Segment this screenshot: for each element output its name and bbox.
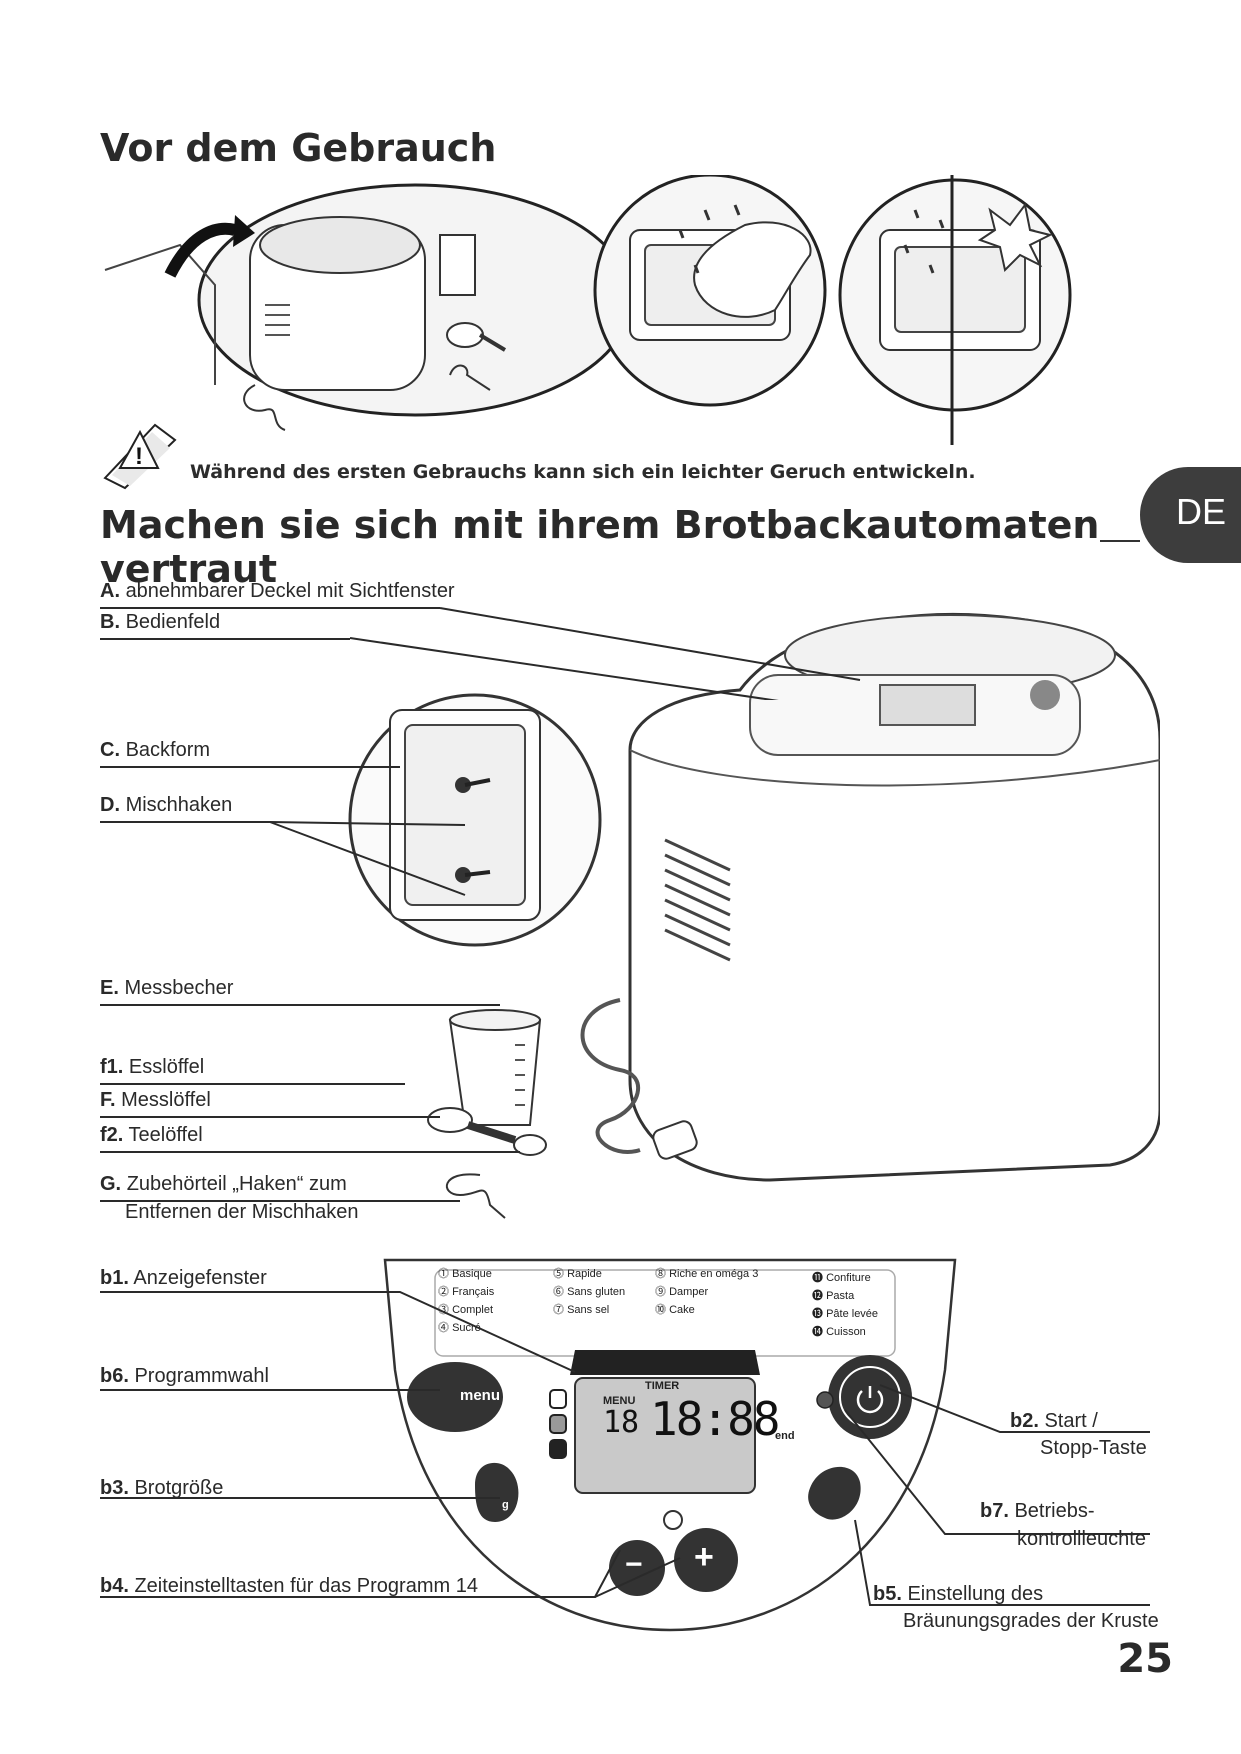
label-control-b7: b7. Betriebs- (980, 1500, 1095, 1522)
lang-tab-line (1100, 540, 1140, 542)
accessories-illustration (427, 1009, 547, 1219)
bread-machine-illustration (580, 612, 1160, 1182)
bread-size-button[interactable]: g (502, 1499, 509, 1511)
page-number: 25 (1117, 1636, 1173, 1682)
program-item: ⓻ Sans sel (553, 1304, 610, 1316)
before-use-illustrations (104, 175, 1072, 445)
label-control-b5-line2: Bräunungsgrades der Kruste (903, 1610, 1159, 1632)
language-tab: DE (1140, 467, 1241, 563)
label-part-b: B. Bedienfeld (100, 611, 221, 633)
program-item: ⓭ Pâte levée (812, 1308, 879, 1320)
warning-text: Während des ersten Gebrauchs kann sich e… (190, 461, 976, 483)
label-part-c: C. Backform (100, 739, 211, 761)
program-item: ⓮ Cuisson (812, 1326, 866, 1338)
label-part-d: D. Mischhaken (100, 794, 233, 816)
program-column-2: ⓹ Rapide ⓺ Sans gluten ⓻ Sans sel (553, 1265, 625, 1319)
label-control-b5: b5. Einstellung des (873, 1583, 1044, 1605)
heading-familiar: Machen sie sich mit ihrem Brotbackautoma… (100, 503, 1100, 591)
lcd-timer-label: TIMER (645, 1380, 680, 1392)
weight-1000: 1000g (659, 1329, 692, 1344)
label-part-f: F. Messlöffel (100, 1089, 211, 1111)
plus-button[interactable]: + (694, 1538, 714, 1576)
lcd-time-digits: 18:88 (650, 1392, 780, 1446)
program-item: ⓬ Pasta (812, 1290, 855, 1302)
drying-illustration (838, 175, 1072, 445)
svg-text:!: ! (135, 443, 143, 470)
weight-750: 750g (612, 1329, 638, 1344)
label-control-b7-line2: kontrollleuchte (1017, 1528, 1146, 1550)
program-item: ⓾ Cake (655, 1304, 695, 1316)
program-item: ⓼ Riche en oméga 3 (655, 1268, 759, 1280)
program-item: ⓫ Confiture (812, 1272, 871, 1284)
program-column-3: ⓼ Riche en oméga 3 ⓽ Damper ⓾ Cake (655, 1265, 758, 1319)
label-control-b4: b4. Zeiteinstelltasten für das Programm … (100, 1575, 478, 1597)
label-control-b1: b1. Anzeigefenster (100, 1267, 267, 1289)
label-part-f1: f1. Esslöffel (100, 1056, 205, 1078)
program-item: ⓹ Rapide (553, 1268, 602, 1280)
label-part-g-line2: Entfernen der Mischhaken (125, 1201, 359, 1223)
warning-icon: ! (103, 423, 177, 490)
menu-button[interactable]: menu (460, 1387, 501, 1404)
label-control-b2-line2: Stopp-Taste (1040, 1437, 1147, 1459)
lcd-end-label: end (775, 1430, 795, 1442)
lcd-program-digits: 18 (603, 1405, 640, 1440)
program-column-4: ⓫ Confiture ⓬ Pasta ⓭ Pâte levée ⓮ Cuiss… (812, 1269, 878, 1341)
program-item: ⓵ Basique (438, 1268, 492, 1280)
label-part-g: G. Zubehörteil „Haken“ zum (100, 1173, 347, 1195)
cleaning-pan-illustration (593, 175, 827, 407)
minus-button[interactable]: − (625, 1548, 643, 1581)
program-item: ⓺ Sans gluten (553, 1286, 626, 1298)
control-panel (383, 1258, 957, 1632)
program-item: ⓷ Complet (438, 1304, 494, 1316)
unpacking-illustration (104, 183, 633, 431)
label-part-e: E. Messbecher (100, 977, 234, 999)
baking-pan-inset (348, 693, 602, 947)
label-part-f2: f2. Teelöffel (100, 1124, 203, 1146)
program-item: ⓶ Français (438, 1286, 495, 1298)
label-control-b2: b2. Start / (1010, 1410, 1098, 1432)
control-leader-lines (100, 1291, 1150, 1606)
lcd-menu-label: MENU (603, 1395, 636, 1407)
program-item: ⓽ Damper (655, 1286, 709, 1298)
label-control-b3: b3. Brotgröße (100, 1477, 224, 1499)
program-column-1: ⓵ Basique ⓶ Français ⓷ Complet ⓸ Sucré (438, 1265, 494, 1337)
label-part-a: A. abnehmbarer Deckel mit Sichtfenster (100, 580, 455, 602)
label-control-b6: b6. Programmwahl (100, 1365, 269, 1387)
weight-1500: 1500g (708, 1329, 741, 1344)
heading-before-use: Vor dem Gebrauch (100, 126, 497, 170)
